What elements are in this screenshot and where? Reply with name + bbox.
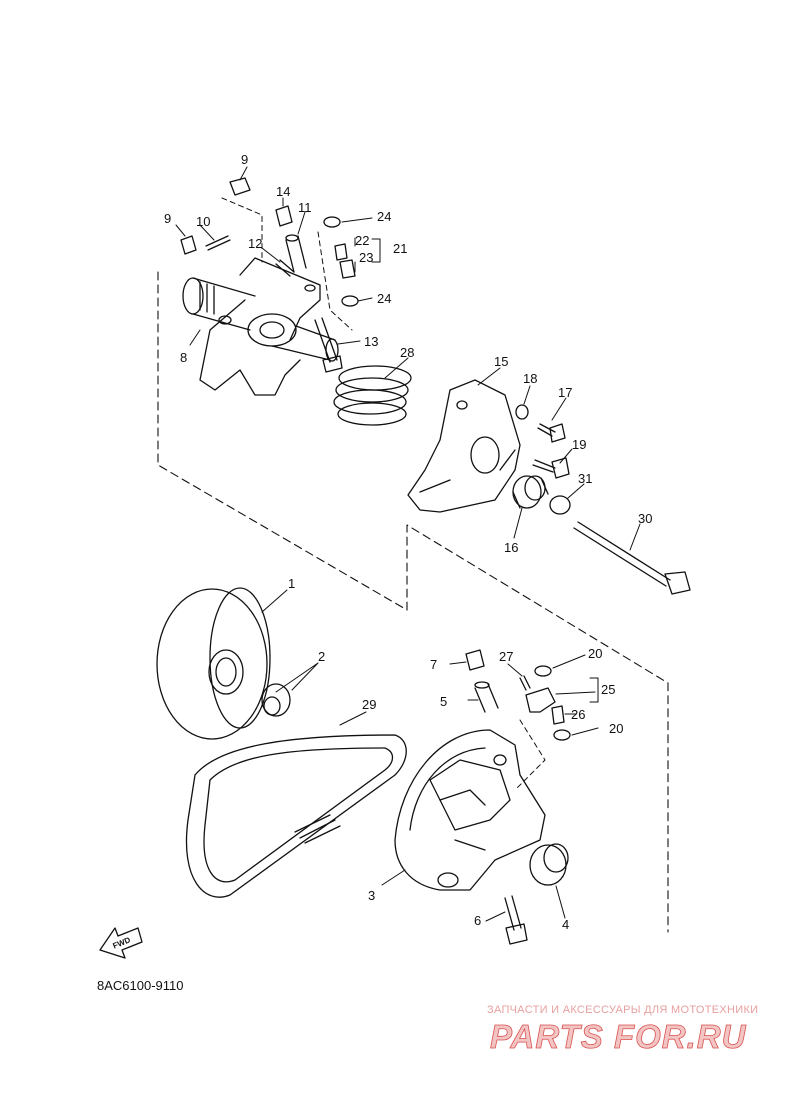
part-12-screw [275,259,295,277]
part-4-ring [529,843,569,886]
part-20-washer [553,729,571,741]
callout-label: 27 [499,649,513,664]
part-20-washer [534,665,552,677]
callout-label: 13 [364,334,378,349]
leader-dashed-line [317,231,353,331]
callout-label: 7 [430,657,437,672]
callout-label: 30 [638,511,652,526]
part-1-sheave-disc [156,587,271,740]
part-25-slider [525,687,565,725]
diagram-code: 8AC6100-9110 [97,978,184,993]
callout-label: 9 [164,211,171,226]
callout-label: 22 [355,233,369,248]
part-15-cover [407,379,521,513]
part-5-roller [474,681,499,713]
leader-dashed-line [221,197,263,263]
callout-label: 15 [494,354,508,369]
callout-numbers: 9 14 11 24 10 9 12 22 21 23 24 13 8 28 1… [164,152,652,932]
leader-lines [175,166,641,922]
fwd-arrow-icon [99,927,143,959]
leader-dashed-line [514,719,546,791]
part-11-roller [285,234,307,273]
callout-label: 25 [601,682,615,697]
callout-label: 17 [558,385,572,400]
assembly-boundary-line [157,271,669,933]
watermark-logo: PARTS FOR.RU [490,1018,747,1056]
callout-label: 5 [440,694,447,709]
callout-label: 1 [288,576,295,591]
callout-label: 29 [362,697,376,712]
part-7-cap [465,649,485,671]
callout-label: 2 [318,649,325,664]
watermark-tagline: ЗАПЧАСТИ И АКСЕССУАРЫ ДЛЯ МОТОТЕХНИКИ [487,1004,759,1016]
callout-label: 28 [400,345,414,360]
callout-label: 24 [377,209,391,224]
callout-label: 10 [196,214,210,229]
part-2-bushing [261,683,291,717]
part-19-bolt [532,457,570,479]
part-22-23-slider [334,243,356,279]
callout-label: 3 [368,888,375,903]
part-27-screw [519,675,531,691]
callout-label: 11 [298,200,312,215]
part-8-fixed-sheave [182,257,339,396]
part-31-collar [549,495,571,515]
part-13-bolt [314,317,343,373]
callout-label: 21 [393,241,407,256]
callout-label: 24 [377,291,391,306]
part-14-cap [275,205,293,227]
callout-label: 20 [588,646,602,661]
callout-label: 16 [504,540,518,555]
part-24-washer [323,216,341,228]
callout-label: 6 [474,913,481,928]
part-18-washer [515,404,529,420]
watermark-brand: PARTS FOR.RU [490,1018,747,1055]
part-17-bolt [537,423,566,443]
callout-label: 20 [609,721,623,736]
part-3-clutch-housing [394,729,546,891]
part-10-pin [205,235,231,251]
part-28-spring [333,365,412,426]
callout-label: 4 [562,917,569,932]
callout-label: 8 [180,350,187,365]
callout-label: 18 [523,371,537,386]
part-9-weight [180,177,251,255]
part-24-washer [341,295,359,307]
callout-label: 12 [248,236,262,251]
part-29-v-belt [185,734,407,898]
callout-label: 26 [571,707,585,722]
part-6-bolt [504,895,528,945]
callout-label: 23 [359,250,373,265]
bracket-25 [589,677,599,703]
bracket-21 [371,238,381,263]
part-30-long-bolt [573,521,691,595]
part-16-bushing [512,475,549,509]
fwd-label: FWD [111,935,131,950]
callout-label: 31 [578,471,592,486]
callout-label: 14 [276,184,290,199]
callout-label: 9 [241,152,248,167]
callout-label: 19 [572,437,586,452]
